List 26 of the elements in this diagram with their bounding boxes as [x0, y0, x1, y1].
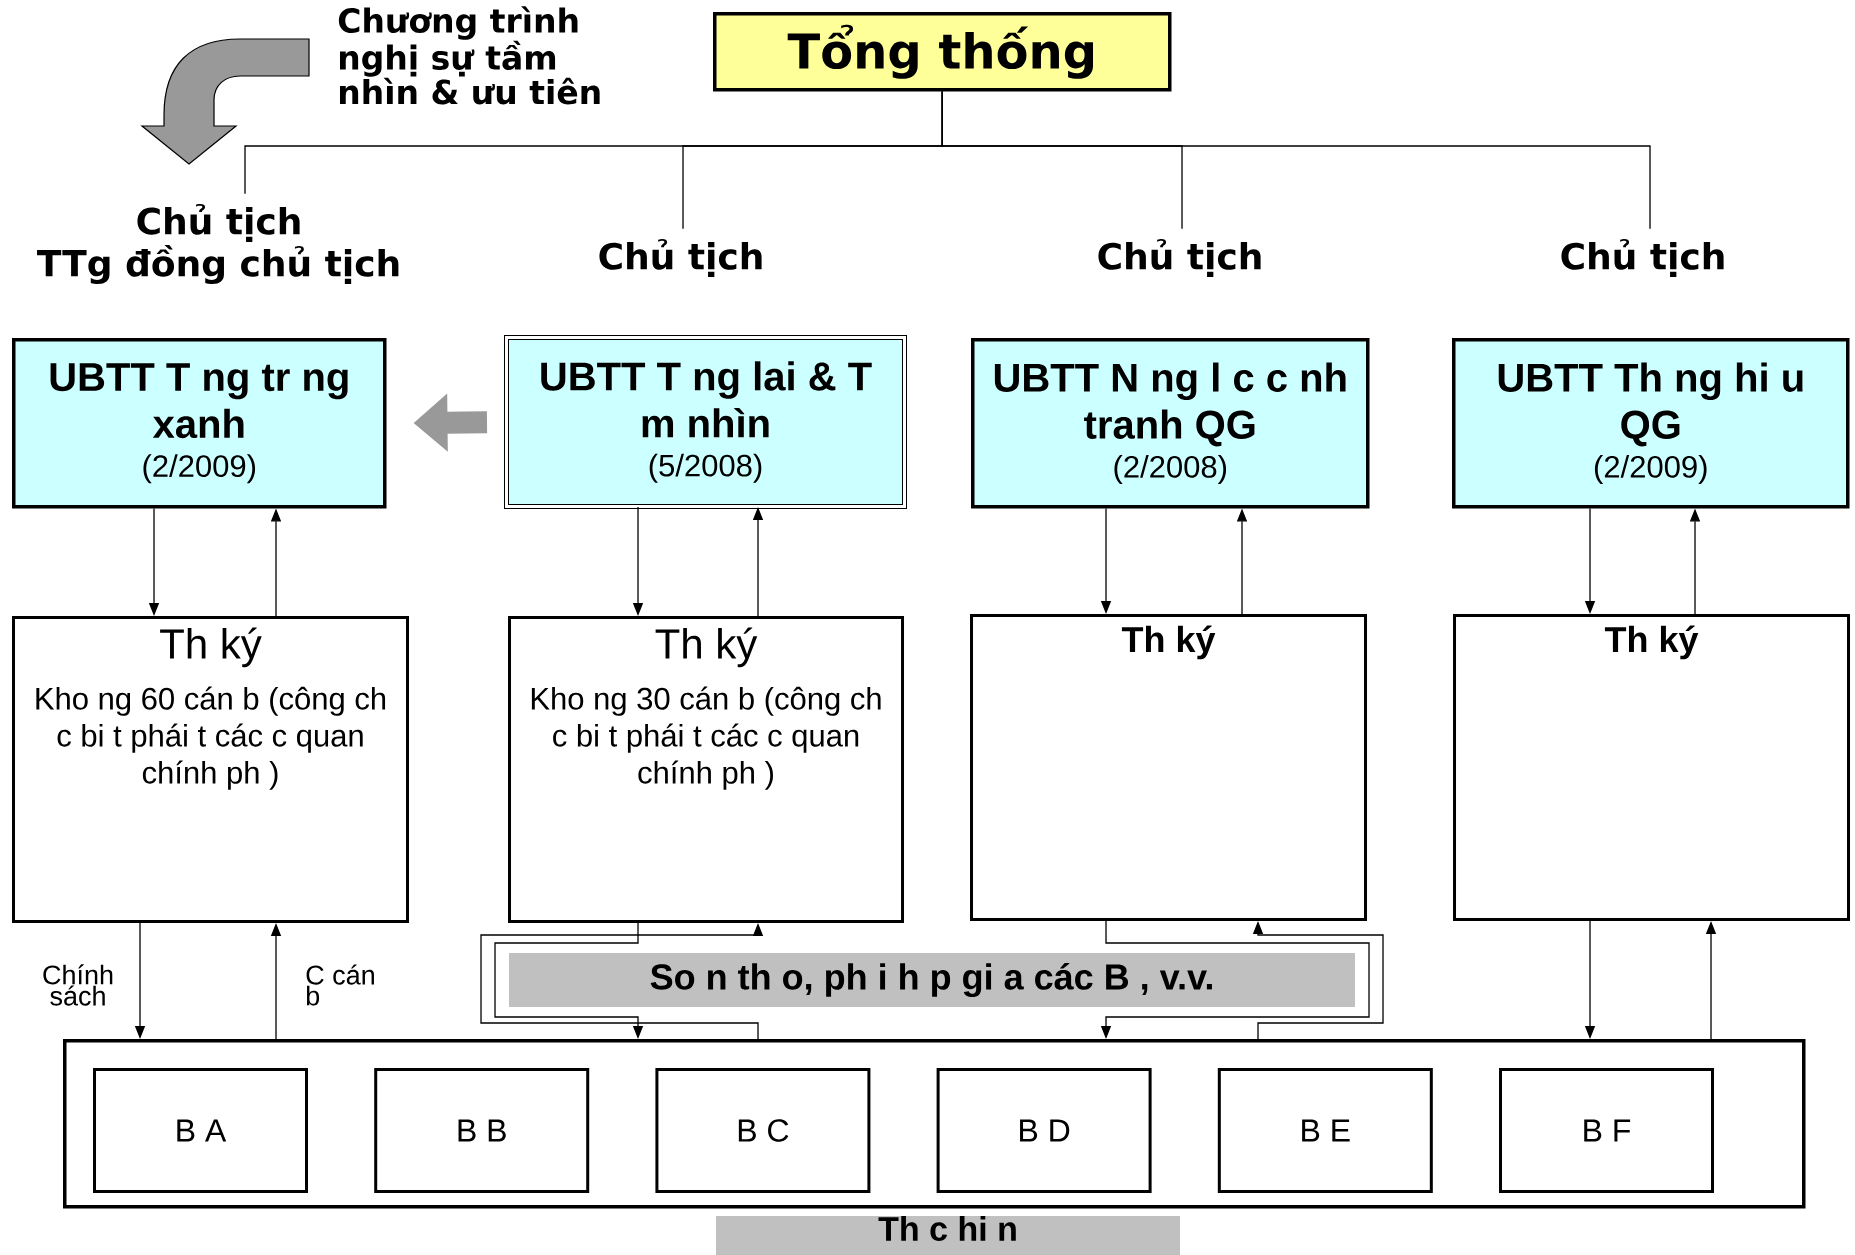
committee-box: UBTT T ng lai & T m nhìn (5/2008)	[504, 335, 907, 509]
chair-label: Chủ tịch	[1098, 239, 1261, 277]
title-box: Tổng thống	[713, 12, 1172, 92]
secretariat-box: Th ký Kho ng 60 cán b (công ch c bi t phái t các c quan chính ph )	[12, 616, 409, 923]
committee-box: UBTT T ng tr ng xanh (2/2009)	[12, 338, 387, 509]
committee-box: UBTT Th ng hi u QG (2/2009)	[1452, 338, 1850, 509]
ministry-box: B F	[1499, 1068, 1714, 1193]
ministry-box: B A	[93, 1068, 308, 1193]
note-text: Chương trình nghị sự tầm nhìn & ưu tiên	[338, 6, 600, 105]
ministry-box: B E	[1217, 1068, 1433, 1193]
ministry-box: B C	[655, 1068, 871, 1193]
chair-label: Chủ tịch	[599, 239, 762, 277]
secretariat-box: Th ký Kho ng 30 cán b (công ch c bi t phái t các c quan chính ph )	[508, 616, 904, 923]
ministry-box: B D	[936, 1068, 1152, 1193]
secretariat-box: Th ký	[1453, 614, 1850, 921]
edge-label: C cán b	[306, 964, 374, 1006]
implementation-frame	[63, 1039, 1806, 1209]
secretariat-box: Th ký	[970, 614, 1367, 921]
activity-band: So n th o, ph i h p gi a các B , v.v.	[509, 953, 1355, 1007]
committee-box: UBTT N ng l c c nh tranh QG (2/2008)	[971, 338, 1370, 509]
edge-label: Chính sách	[43, 964, 113, 1006]
ministry-box: B B	[374, 1068, 590, 1193]
chair-label: Chủ tịch	[1561, 239, 1724, 277]
connector	[941, 90, 1651, 230]
chair-label: Chủ tịch TTg đồng chủ tịch	[37, 203, 399, 285]
activity-band: Th c hi n	[716, 1216, 1180, 1255]
